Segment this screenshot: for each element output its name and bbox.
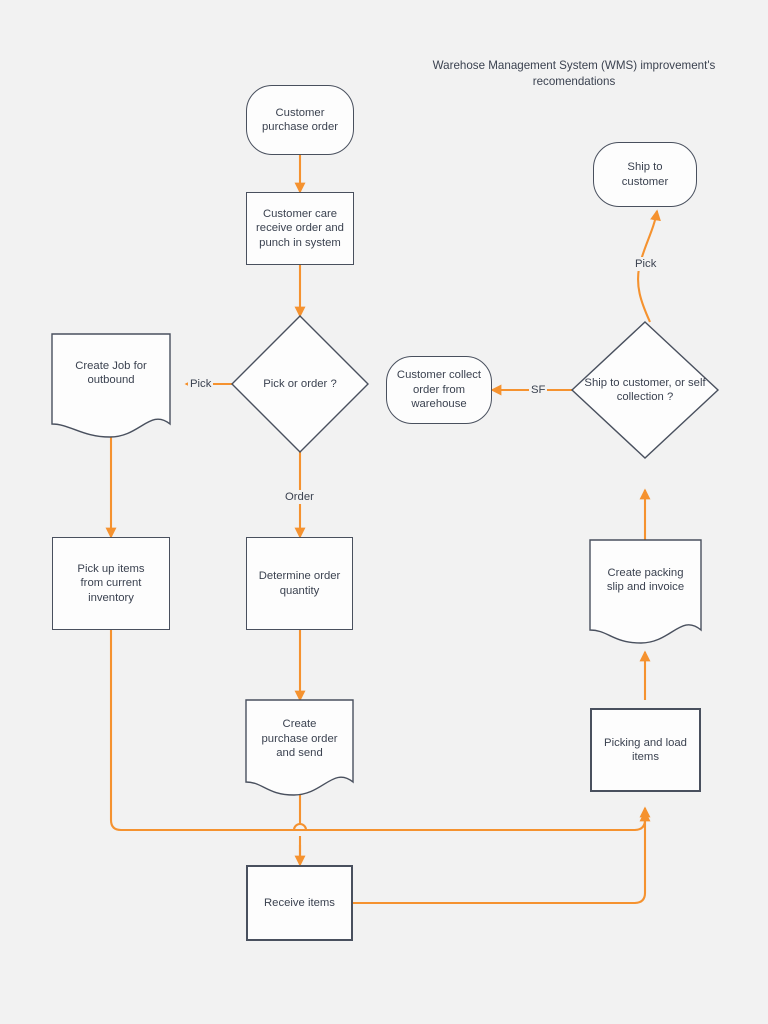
node-label: Customer care receive order and punch in… — [256, 207, 344, 249]
edge-line-hop — [292, 822, 308, 831]
node-customer-purchase-order[interactable]: Customer purchase order — [246, 85, 354, 155]
edge-label-self-collection: SF — [529, 383, 548, 397]
shape-ship-or-self-collection[interactable] — [570, 321, 720, 459]
node-label-ship-or-self-collection: Ship to customer, or self collection ? — [584, 376, 706, 404]
node-receive-items[interactable]: Receive items — [246, 865, 353, 941]
node-customer-collect-order[interactable]: Customer collect order from warehouse — [386, 356, 492, 424]
node-customer-care-receive[interactable]: Customer care receive order and punch in… — [246, 192, 354, 265]
shape-create-packing-slip — [589, 539, 702, 644]
node-ship-to-customer[interactable]: Ship to customer — [593, 142, 697, 207]
node-label: Pick up items from current inventory — [77, 562, 145, 604]
shape-pick-or-order[interactable] — [231, 315, 369, 453]
page-title: Warehose Management System (WMS) improve… — [432, 59, 716, 88]
edge-label-order: Order — [283, 490, 316, 504]
node-label: Customer collect order from warehouse — [396, 369, 482, 411]
node-label: Receive items — [264, 896, 335, 909]
node-label-create-packing-slip: Create packing slip and invoice — [606, 566, 685, 594]
node-label: Picking and load items — [604, 736, 687, 764]
node-pick-up-items[interactable]: Pick up items from current inventory — [52, 537, 170, 630]
edge-label-pick-left: Pick — [188, 377, 214, 391]
node-determine-order-quantity[interactable]: Determine order quantity — [246, 537, 353, 630]
node-label: Ship to customer — [621, 161, 669, 188]
shape-create-purchase-order — [245, 699, 354, 796]
edge-receive-to-picking — [352, 810, 651, 905]
edge-label-pick-up: Pick — [633, 257, 659, 271]
shape-create-job-outbound — [51, 333, 171, 438]
node-picking-and-load-items[interactable]: Picking and load items — [590, 708, 701, 792]
node-label-create-job-outbound: Create Job for outbound — [75, 359, 147, 387]
node-label-create-purchase-order: Create purchase order and send — [261, 718, 338, 760]
edge-pickup-to-picking — [109, 630, 651, 832]
node-label-pick-or-order: Pick or order ? — [263, 377, 337, 390]
node-label: Customer purchase order — [262, 106, 338, 134]
node-label: Determine order quantity — [258, 570, 341, 597]
